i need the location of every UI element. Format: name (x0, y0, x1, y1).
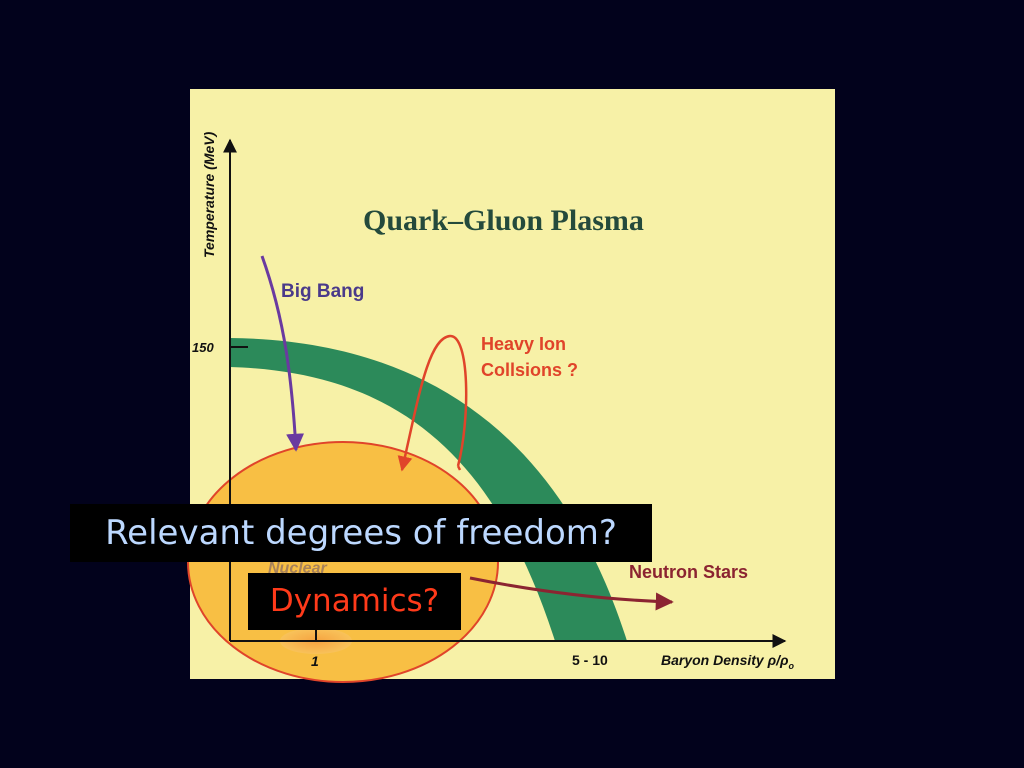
x-tick-label-5-10: 5 - 10 (572, 652, 608, 668)
x-axis-label-main: Baryon Density ρ/ρ (661, 652, 789, 668)
label-heavy-ion-line1: Heavy Ion (481, 334, 566, 354)
label-neutron-stars: Neutron Stars (629, 562, 748, 582)
neutron-stars-arrow (469, 576, 674, 611)
dynamics-callout: Dynamics? (248, 573, 461, 630)
label-big-bang: Big Bang (281, 281, 364, 302)
heavy-ion-arrow-tail (456, 465, 462, 471)
big-bang-arrow (260, 255, 305, 452)
transition-band (230, 338, 627, 641)
degrees-of-freedom-callout: Relevant degrees of freedom? (70, 504, 652, 562)
y-tick-label-150: 150 (192, 340, 214, 355)
x-tick-label-1: 1 (311, 653, 319, 669)
y-axis-label: Temperature (MeV) (201, 131, 217, 258)
diagram-title: Quark–Gluon Plasma (363, 204, 644, 237)
heavy-ion-arrow-in (397, 334, 468, 472)
x-axis-label-subscript: o (788, 661, 794, 671)
label-heavy-ion-line2: Collsions ? (481, 360, 578, 380)
label-nuclear: Nuclear (268, 560, 327, 577)
x-axis-label: Baryon Density ρ/ρo (661, 652, 794, 671)
